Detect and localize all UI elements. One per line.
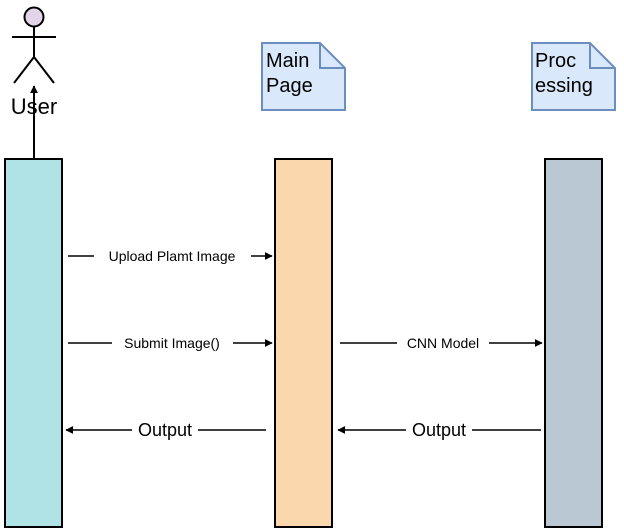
submit-image-label-bg bbox=[112, 335, 233, 351]
main-page-label-line2: Page bbox=[266, 75, 313, 97]
processing-label-line1: Proc bbox=[535, 50, 576, 72]
output-to-user-label-bg bbox=[132, 420, 198, 439]
cnn-model-label-bg bbox=[397, 335, 489, 351]
user-activation-bar bbox=[4, 158, 63, 528]
output-to-main-label: Output bbox=[412, 420, 466, 440]
upload-image-label: Upload Plamt Image bbox=[109, 248, 236, 264]
output-to-user-label: Output bbox=[138, 420, 192, 440]
cnn-model-label: CNN Model bbox=[407, 335, 479, 351]
main-page-label-line1: Main bbox=[266, 50, 309, 72]
processing-note: Proc essing bbox=[531, 42, 616, 111]
main-page-activation-bar bbox=[274, 158, 333, 528]
submit-image-label: Submit Image() bbox=[124, 335, 220, 351]
processing-label-line2: essing bbox=[535, 75, 593, 97]
main-page-note: Main Page bbox=[261, 42, 346, 111]
processing-activation-bar bbox=[544, 158, 603, 528]
upload-image-label-bg bbox=[94, 248, 251, 264]
user-actor-icon bbox=[12, 6, 56, 84]
output-to-main-label-bg bbox=[406, 420, 472, 439]
